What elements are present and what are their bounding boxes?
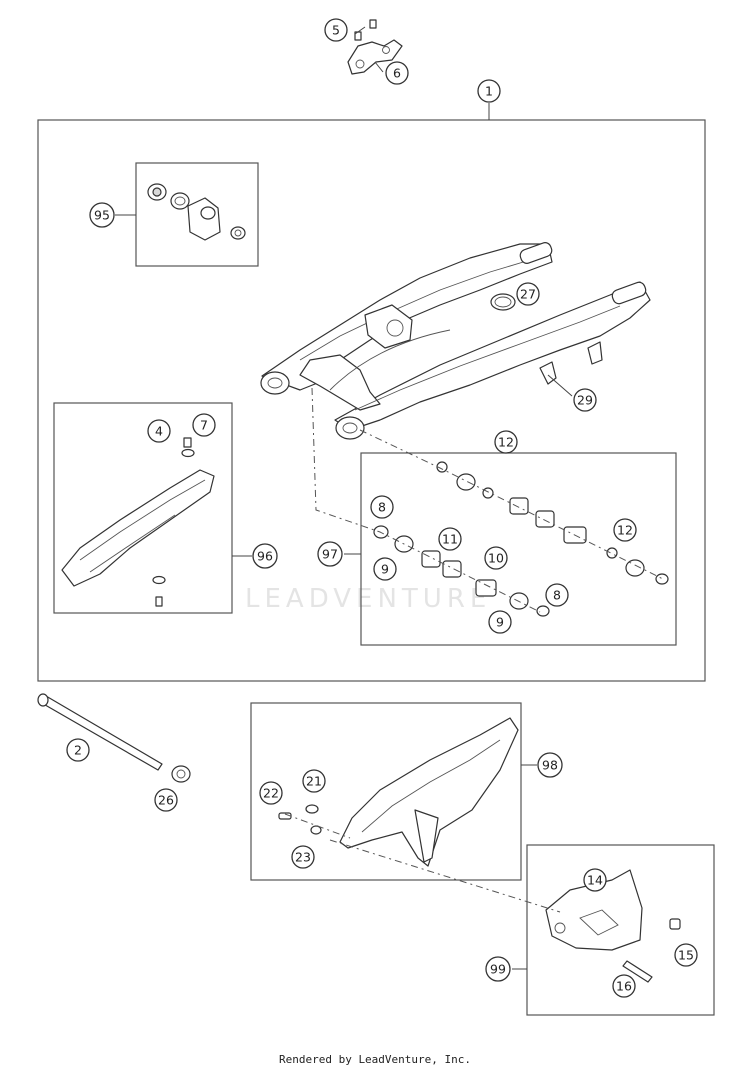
svg-text:26: 26: [158, 793, 174, 808]
svg-text:9: 9: [381, 562, 389, 577]
svg-text:95: 95: [94, 208, 110, 223]
swingarm-axle: [37, 693, 191, 783]
chain-slider-96: [61, 437, 215, 607]
callout-5: 5: [324, 18, 348, 42]
svg-text:4: 4: [155, 424, 163, 439]
svg-text:22: 22: [263, 786, 279, 801]
callout-29: 29: [573, 388, 597, 412]
callout-14: 14: [583, 868, 607, 892]
callout-22: 22: [259, 781, 283, 805]
callout-95: 95: [89, 202, 115, 228]
callout-97: 97: [317, 541, 343, 567]
callout-2: 2: [66, 738, 90, 762]
svg-text:11: 11: [442, 532, 458, 547]
callout-96: 96: [252, 543, 278, 569]
callout-10: 10: [484, 546, 508, 570]
svg-text:8: 8: [553, 588, 561, 603]
svg-text:6: 6: [393, 66, 401, 81]
footer-credit: Rendered by LeadVenture, Inc.: [278, 1053, 472, 1066]
callout-27: 27: [516, 282, 540, 306]
callout-98: 98: [537, 752, 563, 778]
leader-lines: [115, 26, 573, 970]
alignment-line-pivot-lower: [311, 387, 541, 613]
seal-ring-27: [490, 293, 516, 311]
callout-4: 4: [147, 419, 171, 443]
callout-99: 99: [485, 956, 511, 982]
svg-text:12: 12: [498, 435, 514, 450]
group-box-1: [37, 119, 706, 682]
bearing-set-lower: [373, 525, 550, 617]
group-box-98: [250, 702, 522, 881]
callout-12b: 12: [613, 518, 637, 542]
svg-text:9: 9: [496, 615, 504, 630]
chain-guide-clamp: [347, 19, 403, 75]
svg-text:10: 10: [488, 551, 504, 566]
callout-8b: 8: [545, 583, 569, 607]
group-box-96: [53, 402, 233, 614]
callout-23: 23: [291, 845, 315, 869]
svg-text:99: 99: [490, 962, 506, 977]
callout-9: 9: [373, 557, 397, 581]
svg-text:2: 2: [74, 743, 82, 758]
callout-6: 6: [385, 61, 409, 85]
svg-text:12: 12: [617, 523, 633, 538]
bearing-kit-95: [147, 183, 246, 241]
swingarm: [260, 242, 651, 440]
group-box-97: [360, 452, 677, 646]
callout-12: 12: [494, 430, 518, 454]
chain-guard-98: [278, 717, 519, 867]
callout-8: 8: [370, 495, 394, 519]
alignment-line-slider: [284, 813, 351, 839]
svg-text:27: 27: [520, 287, 536, 302]
callout-1: 1: [477, 79, 501, 103]
svg-text:8: 8: [378, 500, 386, 515]
callout-11: 11: [438, 527, 462, 551]
svg-text:5: 5: [332, 23, 340, 38]
callout-7: 7: [192, 413, 216, 437]
alignment-line-pivot-upper: [359, 429, 666, 581]
callout-9b: 9: [488, 610, 512, 634]
svg-text:1: 1: [485, 84, 493, 99]
svg-text:21: 21: [306, 774, 322, 789]
callout-16: 16: [612, 974, 636, 998]
svg-text:96: 96: [257, 549, 273, 564]
svg-text:7: 7: [200, 418, 208, 433]
callout-15: 15: [674, 943, 698, 967]
svg-text:15: 15: [678, 948, 694, 963]
svg-text:98: 98: [542, 758, 558, 773]
svg-text:29: 29: [577, 393, 593, 408]
svg-text:16: 16: [616, 979, 632, 994]
svg-text:97: 97: [322, 547, 338, 562]
callout-21: 21: [302, 769, 326, 793]
alignment-line-guard: [329, 839, 561, 913]
svg-text:14: 14: [587, 873, 603, 888]
watermark: LEADVENTURE: [245, 584, 491, 614]
group-box-99: [526, 844, 715, 1016]
chain-guide-99: [545, 869, 681, 983]
callout-26: 26: [154, 788, 178, 812]
svg-text:23: 23: [295, 850, 311, 865]
